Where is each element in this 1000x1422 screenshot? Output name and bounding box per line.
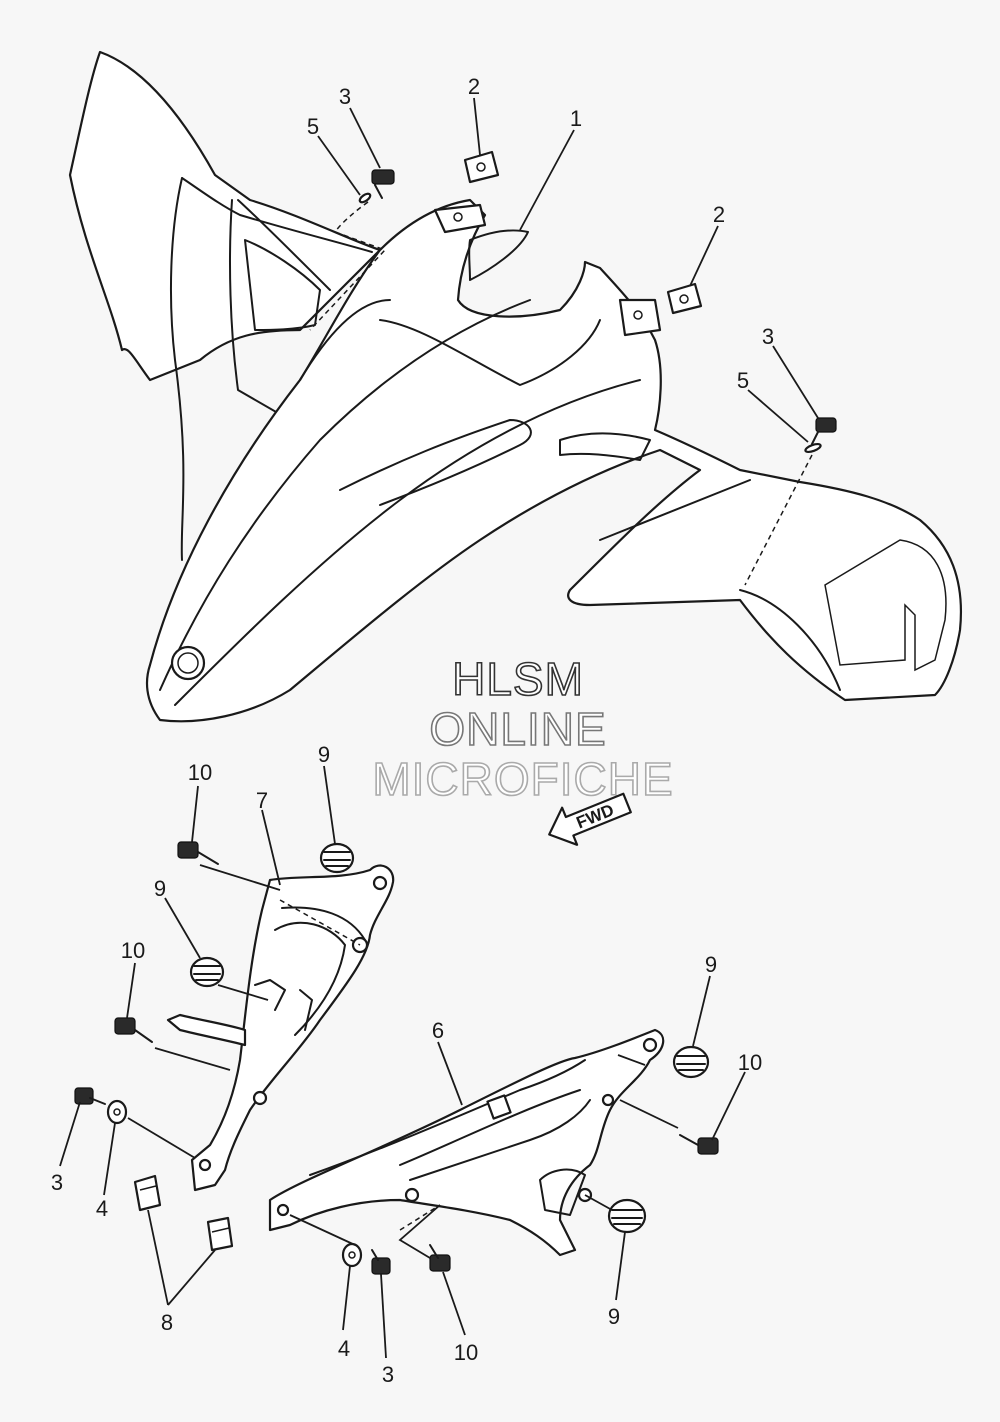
callout-3-lower-right: 3	[382, 1362, 394, 1387]
callout-2-top: 2	[468, 74, 480, 99]
callout-3-top: 3	[339, 84, 351, 109]
callout-3-right: 3	[762, 324, 774, 349]
watermark-line-2: ONLINE	[429, 703, 606, 755]
callout-7: 7	[256, 788, 268, 813]
washer-4-lower-left	[106, 1099, 128, 1125]
nut-2-right	[666, 282, 703, 315]
bolt-3-top	[371, 169, 395, 199]
callout-9-b: 9	[154, 876, 166, 901]
bolt-10-a	[177, 841, 219, 865]
bolt-3-lower-left	[74, 1087, 106, 1105]
callout-3-lower-left: 3	[51, 1170, 63, 1195]
watermark-line-1: HLSM	[452, 653, 584, 705]
callout-8: 8	[161, 1310, 173, 1335]
callout-9-a: 9	[318, 742, 330, 767]
callout-9-c: 9	[705, 952, 717, 977]
callout-9-d: 9	[608, 1304, 620, 1329]
callout-leaders	[59, 97, 819, 1359]
bolt-3-lower-right	[371, 1249, 391, 1275]
callout-4-lower-right: 4	[338, 1336, 350, 1361]
callout-5-right: 5	[737, 368, 749, 393]
callout-5-top: 5	[307, 114, 319, 139]
callout-10-c: 10	[738, 1050, 762, 1075]
bracket-6-part	[268, 1028, 665, 1257]
grommet-9-a	[319, 842, 355, 874]
grommet-9-d	[607, 1198, 647, 1234]
washer-5-right	[804, 442, 822, 454]
callout-6: 6	[432, 1018, 444, 1043]
front-fender-part	[68, 50, 962, 723]
bracket-7-part	[166, 864, 395, 1192]
bolt-10-c	[679, 1134, 719, 1155]
bolt-10-b	[114, 1017, 153, 1043]
callout-10-a: 10	[188, 760, 212, 785]
grommet-9-b	[189, 956, 225, 988]
washer-5-top	[358, 192, 372, 204]
fwd-direction-arrow: FWD	[548, 792, 632, 846]
callout-2-right: 2	[713, 202, 725, 227]
nut-2-top	[463, 150, 500, 184]
clip-8-a	[133, 1174, 162, 1212]
callout-10-b: 10	[121, 938, 145, 963]
watermark: HLSM ONLINE MICROFICHE	[372, 652, 674, 806]
clip-8-b	[206, 1216, 234, 1252]
washer-4-lower-right	[341, 1242, 363, 1268]
callout-4-lower-left: 4	[96, 1196, 108, 1221]
bolt-3-right	[811, 417, 837, 445]
callout-labels: 1 2 2 3 3 3 3 4 4 5 5 6 7 8 9 9 9 9 10 1…	[51, 74, 774, 1387]
callout-1: 1	[570, 106, 582, 131]
bolt-10-d	[429, 1244, 451, 1272]
grommet-9-c	[672, 1045, 710, 1079]
callout-10-d: 10	[454, 1340, 478, 1365]
watermark-line-3: MICROFICHE	[372, 753, 673, 805]
